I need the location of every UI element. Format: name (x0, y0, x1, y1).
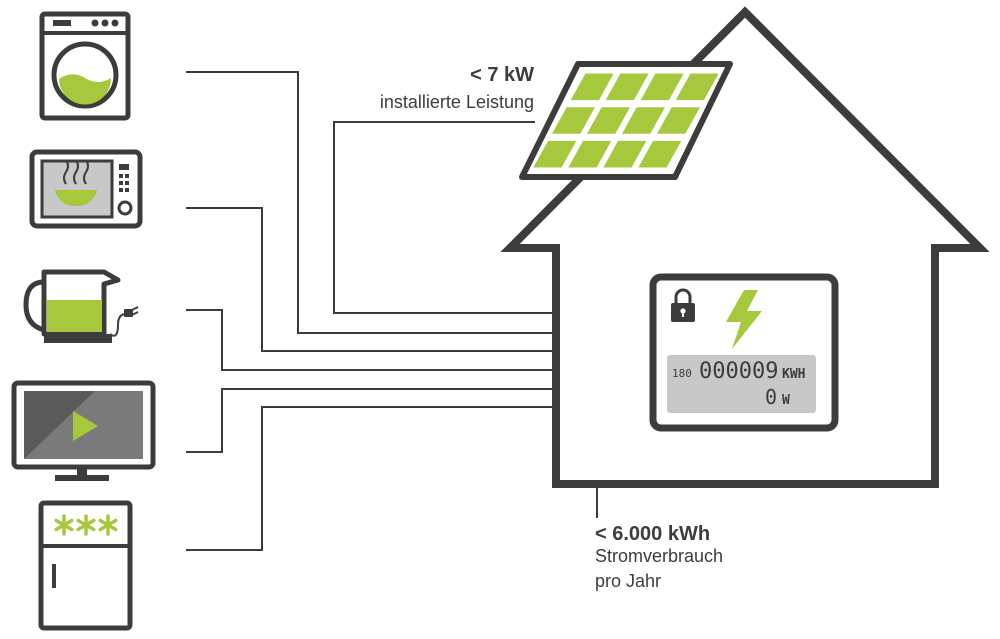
solar-cell (620, 106, 667, 135)
consumption-label-line2: pro Jahr (595, 571, 662, 591)
connection-lines (186, 71, 598, 551)
lock-icon (671, 288, 695, 322)
freezer-star-icon (76, 514, 96, 536)
meter-register: 180 (672, 367, 692, 380)
electricity-meter: 180 000009 KWH 0 W (649, 273, 839, 432)
washing-machine-icon (39, 11, 131, 121)
solar-cell (603, 72, 651, 102)
solar-cell (531, 139, 579, 169)
solar-line (333, 121, 556, 314)
consumption-label-line1: Stromverbrauch (595, 546, 724, 566)
meter-display (667, 355, 816, 413)
meter-power-unit: W (782, 393, 790, 408)
meter-energy-unit: KWH (782, 367, 805, 382)
microwave-line (186, 207, 556, 352)
meter-reading: 000009 (699, 359, 778, 384)
solar-cell (568, 72, 616, 102)
freezer-star-icon (98, 514, 118, 536)
washing-machine-line (186, 71, 556, 334)
kettle-icon (23, 269, 139, 343)
television-icon (11, 380, 156, 481)
kettle-line (186, 309, 556, 371)
freezer-star-icon (54, 514, 74, 536)
solar-cell (601, 139, 649, 169)
television-line (186, 388, 556, 453)
solar-cell (638, 72, 686, 102)
solar-power-value: < 7 kW (470, 64, 534, 86)
solar-panel-icon (519, 61, 733, 180)
solar-cell (566, 139, 614, 169)
solar-cell (585, 106, 632, 135)
microwave-icon (29, 149, 143, 229)
solar-cell (636, 139, 684, 169)
solar-power-label: installierte Leistung (379, 92, 534, 112)
solar-cell (550, 106, 597, 135)
refrigerator-icon (38, 500, 133, 631)
lightning-icon (726, 290, 762, 349)
solar-cell (655, 106, 702, 135)
consumption-value: < 6.000 kWh (595, 523, 711, 545)
refrigerator-line (186, 406, 556, 551)
solar-cell (673, 72, 721, 102)
meter-power: 0 (765, 385, 777, 409)
